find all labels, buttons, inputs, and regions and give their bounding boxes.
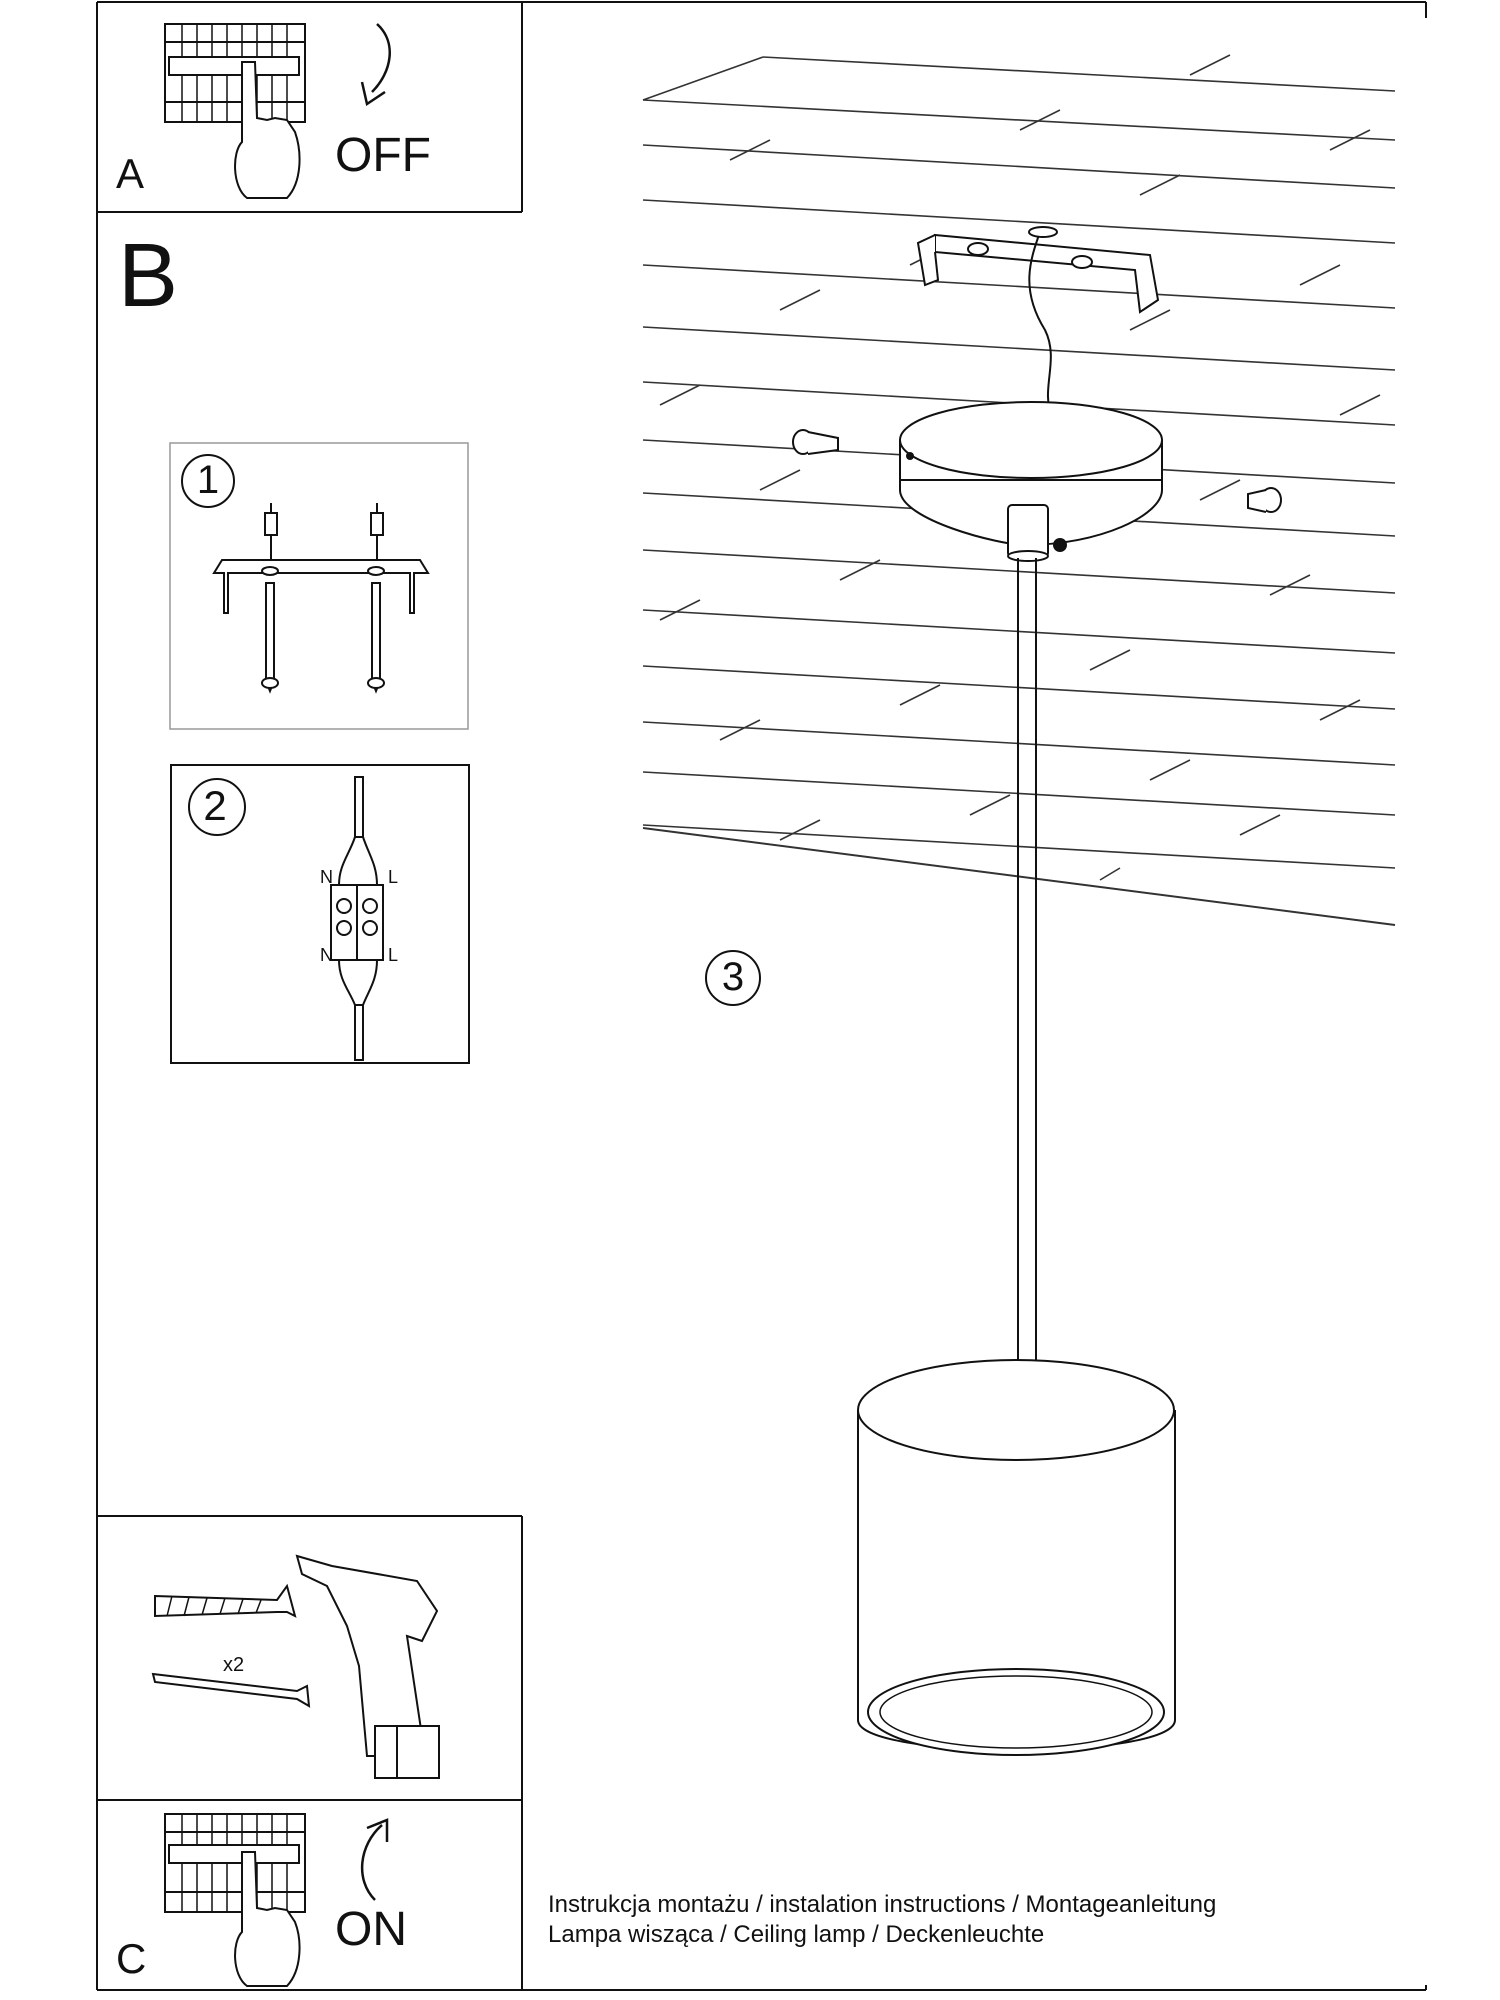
tools-illustration: [151, 1554, 440, 1779]
wire-label-live-top: L: [388, 867, 399, 887]
sub-step-3-number: 3: [721, 955, 745, 999]
circuit-breaker-off-icon: [164, 23, 391, 199]
terminal-block-icon: [188, 776, 384, 1061]
sub-step-1-number: 1: [196, 458, 220, 502]
mounting-bracket-icon: [181, 454, 430, 694]
screw-icon: [151, 1672, 311, 1708]
sub-step-2-number: 2: [203, 782, 227, 829]
quantity-label: x2: [223, 1654, 245, 1676]
step-a-letter: A: [116, 150, 145, 197]
step-a-off-label: OFF: [335, 129, 431, 182]
wall-plug-icon: [154, 1583, 297, 1618]
side-screw-right: [1247, 487, 1282, 513]
wire-label-live-bottom: L: [388, 945, 399, 965]
document-subtitle: Lampa wisząca / Ceiling lamp / Deckenleu…: [548, 1921, 1045, 1948]
wire-label-neutral-bottom: N: [320, 945, 333, 965]
side-screw-left: [792, 429, 839, 455]
circuit-breaker-on-icon: [164, 1813, 389, 1987]
wire-label-neutral-top: N: [320, 867, 333, 887]
step-c-letter: C: [116, 1935, 147, 1982]
step-c-on-label: ON: [335, 1903, 407, 1956]
document-title: Instrukcja montażu / instalation instruc…: [548, 1891, 1217, 1918]
step-b-letter: B: [118, 226, 179, 326]
sub-step-3-circle: [705, 950, 761, 1006]
